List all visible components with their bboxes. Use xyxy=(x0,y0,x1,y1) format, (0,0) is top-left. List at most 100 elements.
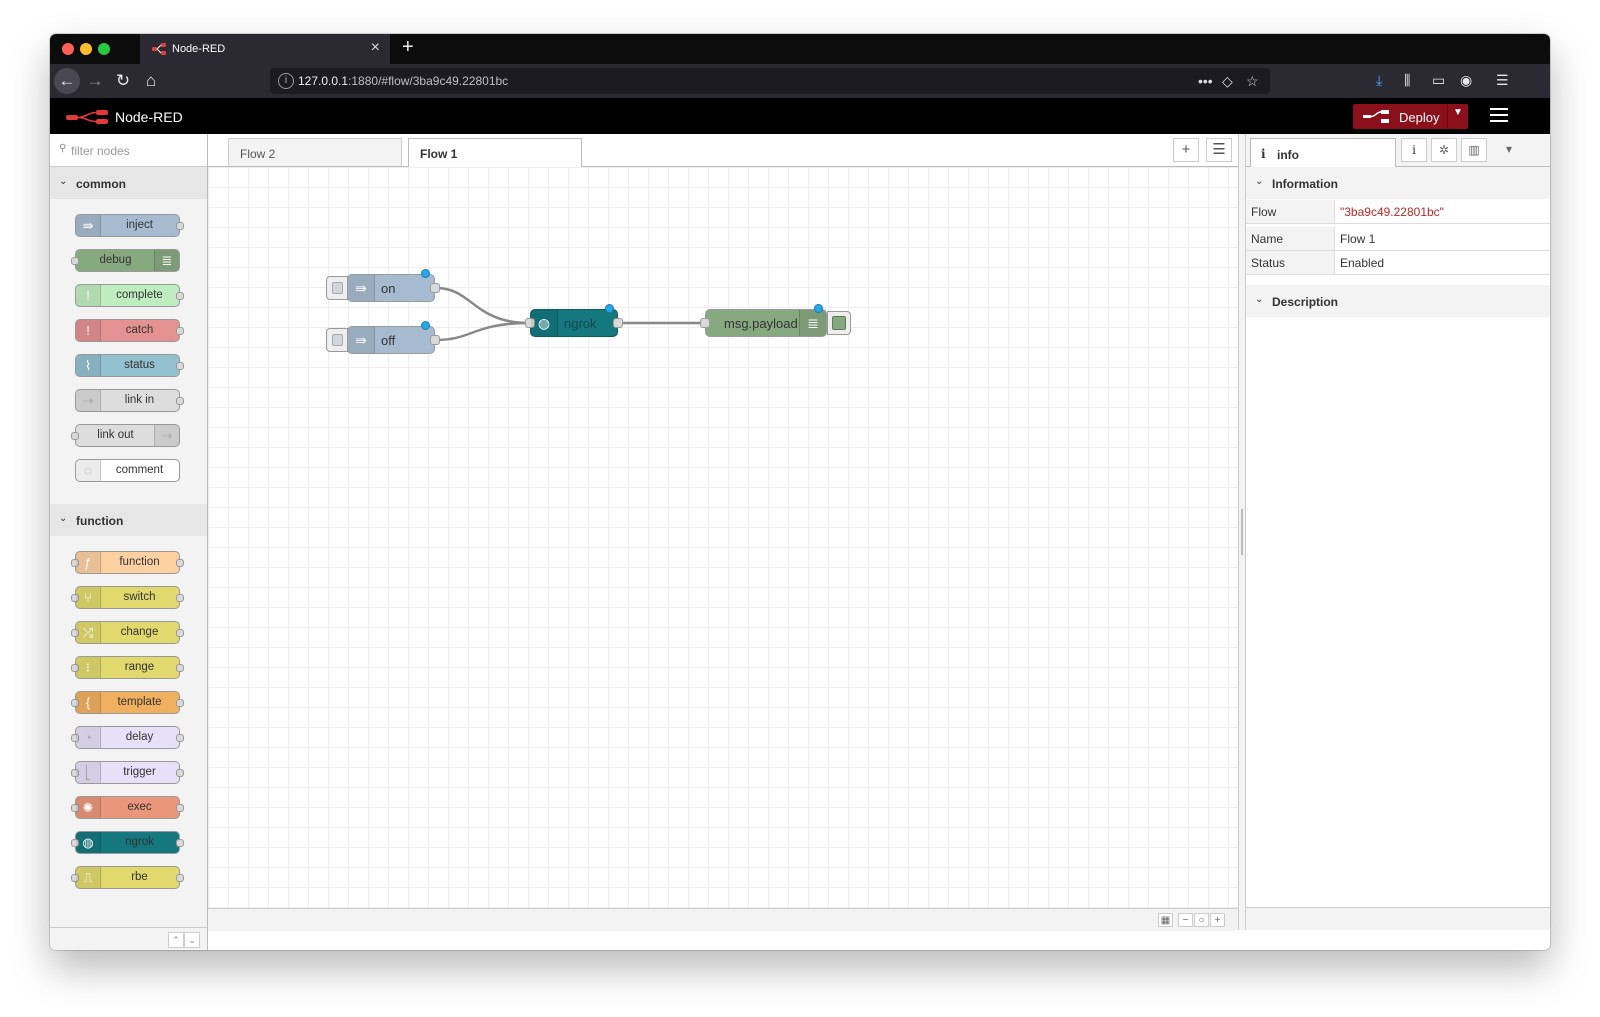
filter-nodes-input[interactable]: filter nodes xyxy=(71,144,130,158)
palette-node-debug[interactable]: ≣debug xyxy=(71,249,180,272)
palette-node-range[interactable]: ⁝range xyxy=(71,656,184,679)
palette-node-label: comment xyxy=(115,464,164,476)
zoom-reset-icon[interactable]: ○ xyxy=(1194,913,1209,927)
url-bar[interactable]: i 127.0.0.1:1880/#flow/3ba9c49.22801bc •… xyxy=(270,68,1270,94)
palette-node-link-out[interactable]: ⇢link out xyxy=(71,424,180,447)
reload-icon[interactable]: ↻ xyxy=(115,71,131,90)
browser-tab-strip: Node-RED × + xyxy=(50,34,1550,64)
input-port[interactable] xyxy=(525,318,535,328)
output-port[interactable] xyxy=(430,335,440,345)
page-actions-icon[interactable]: ••• xyxy=(1198,73,1213,89)
close-window-button[interactable] xyxy=(62,43,74,55)
rbe-icon: ⎍ xyxy=(76,867,101,888)
collapse-all-icon[interactable]: ⌃ xyxy=(168,932,184,948)
sidebar-toggle-icon[interactable]: ▭ xyxy=(1432,72,1446,88)
palette-node-template[interactable]: {template xyxy=(71,691,184,714)
zoom-window-button[interactable] xyxy=(98,43,110,55)
forward-icon[interactable]: → xyxy=(86,71,104,90)
flow-node-msg-payload[interactable]: msg.payload ≣ xyxy=(700,309,827,337)
workspace-canvas[interactable]: ⇛ on ⇛ off ◍ ngrok msg.payload ≣ xyxy=(208,167,1238,908)
palette-node-switch[interactable]: ⑂switch xyxy=(71,586,184,609)
palette-node-link-in[interactable]: ⇢link in xyxy=(75,389,184,412)
library-icon[interactable]: ⫼ xyxy=(1404,72,1411,88)
zoom-out-icon[interactable]: − xyxy=(1178,913,1193,927)
bookmark-star-icon[interactable]: ☆ xyxy=(1246,73,1259,89)
input-port xyxy=(71,874,79,882)
new-tab-icon[interactable]: + xyxy=(402,36,414,58)
main-menu-icon[interactable] xyxy=(1490,108,1508,124)
property-row-flow: Flow"3ba9c49.22801bc" xyxy=(1246,200,1550,224)
output-port xyxy=(176,327,184,335)
palette-category-common[interactable]: ⌄common xyxy=(50,167,207,199)
tab-label: Flow 1 xyxy=(420,147,458,161)
sidebar-separator[interactable] xyxy=(1238,134,1246,930)
palette-category-function[interactable]: ⌄function xyxy=(50,504,207,536)
palette-node-status[interactable]: ⌇status xyxy=(75,354,184,377)
output-port[interactable] xyxy=(613,318,623,328)
browser-menu-icon[interactable]: ☰ xyxy=(1496,72,1509,88)
search-icon: ⚲ xyxy=(59,143,67,154)
output-port xyxy=(176,629,184,637)
palette-node-label: status xyxy=(124,359,155,371)
deploy-options-icon[interactable]: ▼ xyxy=(1453,107,1463,118)
download-icon[interactable]: ⤓ xyxy=(1376,72,1383,88)
browser-window: Node-RED × + ← → ↻ ⌂ i 127.0.0.1:1880/#f… xyxy=(50,34,1550,950)
expand-all-icon[interactable]: ⌄ xyxy=(184,932,200,948)
inject-on-trigger-button[interactable] xyxy=(326,276,348,300)
input-port xyxy=(71,664,79,672)
changed-indicator-icon xyxy=(421,269,430,278)
changed-indicator-icon xyxy=(605,304,614,313)
sidebar-tabs-dropdown-icon[interactable]: ▾ xyxy=(1505,142,1513,156)
flow-node-label: ngrok xyxy=(564,316,597,331)
output-port xyxy=(176,699,184,707)
tab-flow-1[interactable]: Flow 1 xyxy=(408,138,582,167)
tab-flow-2[interactable]: Flow 2 xyxy=(228,138,402,166)
output-port[interactable] xyxy=(430,283,440,293)
palette-node-catch[interactable]: !catch xyxy=(75,319,184,342)
minimize-window-button[interactable] xyxy=(80,43,92,55)
palette-node-rbe[interactable]: ⎍rbe xyxy=(71,866,184,889)
palette-node-delay[interactable]: ◔delay xyxy=(71,726,184,749)
input-port[interactable] xyxy=(700,318,710,328)
list-icon: ≣ xyxy=(799,310,826,336)
navigator-icon[interactable]: ▦ xyxy=(1158,913,1173,927)
palette-node-complete[interactable]: !complete xyxy=(75,284,184,307)
palette-node-ngrok[interactable]: ◍ngrok xyxy=(71,831,184,854)
pocket-icon[interactable]: ◇ xyxy=(1222,73,1233,89)
description-section-header[interactable]: ⌄ Description xyxy=(1246,285,1550,317)
palette-node-exec[interactable]: ✺exec xyxy=(71,796,184,819)
info-tab-icon[interactable]: i xyxy=(1401,138,1427,162)
palette-node-comment[interactable]: ◌comment xyxy=(75,459,180,482)
flow-node-off[interactable]: ⇛ off xyxy=(347,326,440,354)
close-tab-icon[interactable]: × xyxy=(370,39,380,56)
palette-node-change[interactable]: ⤮change xyxy=(71,621,184,644)
deploy-button[interactable]: Deploy ▼ xyxy=(1353,104,1468,129)
workspace-footer: ▦ − ○ + xyxy=(208,908,1238,931)
add-flow-icon[interactable]: + xyxy=(1173,138,1199,162)
output-port xyxy=(176,594,184,602)
information-section-header[interactable]: ⌄ Information xyxy=(1246,167,1550,199)
debug-toggle-button[interactable] xyxy=(827,311,851,335)
deploy-separator xyxy=(1447,104,1448,129)
home-icon[interactable]: ⌂ xyxy=(145,71,157,90)
browser-tab[interactable]: Node-RED × xyxy=(140,34,390,64)
tab-info[interactable]: i info xyxy=(1250,138,1396,167)
list-flows-icon[interactable]: ☰ xyxy=(1206,138,1232,162)
palette-node-label: exec xyxy=(127,801,152,813)
flow-node-on[interactable]: ⇛ on xyxy=(347,274,440,302)
palette-filter[interactable]: ⚲ filter nodes xyxy=(50,134,207,167)
debug-bug-icon[interactable]: ✲ xyxy=(1431,138,1457,162)
exclamation-icon: ! xyxy=(76,285,101,306)
palette-node-inject[interactable]: ⇛inject xyxy=(75,214,184,237)
account-icon[interactable]: ◉ xyxy=(1460,72,1473,88)
zoom-in-icon[interactable]: + xyxy=(1210,913,1225,927)
inject-off-trigger-button[interactable] xyxy=(326,328,348,352)
flow-node-ngrok[interactable]: ◍ ngrok xyxy=(525,309,623,337)
back-icon[interactable]: ← xyxy=(54,68,80,94)
property-key: Status xyxy=(1251,256,1286,270)
deploy-label: Deploy xyxy=(1399,110,1440,125)
dashboard-chart-icon[interactable]: ▥ xyxy=(1461,138,1487,162)
palette-node-trigger[interactable]: ⎣trigger xyxy=(71,761,184,784)
site-info-icon[interactable]: i xyxy=(278,73,294,89)
